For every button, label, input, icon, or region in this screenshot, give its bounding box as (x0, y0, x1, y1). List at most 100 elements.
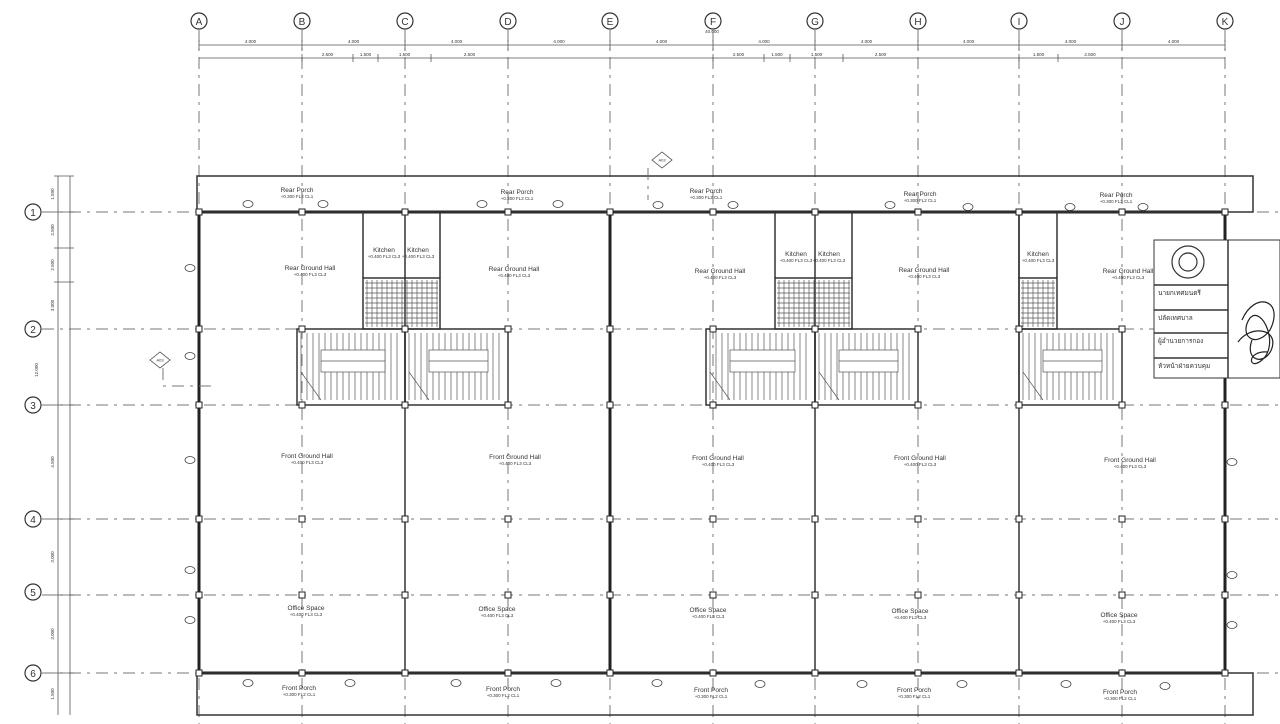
structural-column (811, 325, 819, 333)
sub-dimension-value: 1.500 (399, 52, 411, 57)
room-level-front-porch: +0.300 FL2 CL1 (695, 694, 728, 699)
structural-column (914, 325, 922, 333)
grid-bubble-col-C (396, 12, 414, 30)
structural-column (298, 515, 306, 523)
grid-bubble-row-3 (24, 396, 42, 414)
structural-column (1221, 401, 1229, 409)
top-dimension-value: 4.000 (1168, 39, 1180, 44)
door-tag (856, 680, 868, 688)
structural-column (914, 591, 922, 599)
room-level-front-ground-hall: +0.400 FL3 CL3 (904, 462, 937, 467)
room-name-rear-ground-hall: Rear Ground Hall (695, 268, 746, 275)
structural-column (914, 515, 922, 523)
stair-core-wall (814, 328, 919, 406)
room-name-rear-porch: Rear Porch (1100, 192, 1133, 199)
door-tag (450, 679, 462, 687)
stamp-line: นายกเทศมนตรี (1158, 289, 1201, 297)
approval-stamp: นายกเทศมนตรีปลัดเทศบาลผู้อำนวยการกองหัวห… (1153, 239, 1280, 379)
front-porch-outline (196, 672, 1254, 716)
room-level-rear-porch: +0.300 FL2 CL1 (281, 194, 314, 199)
structural-column (606, 208, 614, 216)
door-tag (1226, 621, 1238, 629)
room-name-office-space: Office Space (891, 608, 928, 615)
room-name-kitchen: Kitchen (1027, 251, 1049, 258)
structural-column (1015, 325, 1023, 333)
overall-dimension-value: 40.000 (705, 29, 719, 34)
room-name-front-ground-hall: Front Ground Hall (281, 453, 333, 460)
structural-column (195, 669, 203, 677)
door-tag (1226, 458, 1238, 466)
stair-core-wall (404, 328, 509, 406)
door-tag (550, 679, 562, 687)
structural-column (811, 515, 819, 523)
grid-bubble-col-J (1113, 12, 1131, 30)
door-tag (344, 679, 356, 687)
door-tag (1137, 203, 1149, 211)
door-tag (956, 680, 968, 688)
room-name-front-ground-hall: Front Ground Hall (692, 455, 744, 462)
grid-label-col-C: C (401, 17, 408, 28)
sub-dimension-value: 2.500 (322, 52, 334, 57)
room-name-kitchen: Kitchen (818, 251, 840, 258)
columns (195, 208, 1229, 677)
structural-column (1221, 591, 1229, 599)
grid-bubble-row-5 (24, 583, 42, 601)
structural-column (1118, 208, 1126, 216)
structural-column (1015, 591, 1023, 599)
door-tag (727, 201, 739, 209)
left-dimension-value: 4.500 (50, 456, 55, 468)
room-level-front-ground-hall: +0.400 FL3 CL3 (291, 460, 324, 465)
structural-column (195, 208, 203, 216)
structural-column (1118, 669, 1126, 677)
exterior-wall (197, 210, 1227, 675)
structural-column (401, 591, 409, 599)
room-level-kitchen: +0.400 FL3 CL3 (813, 258, 846, 263)
structural-column (504, 325, 512, 333)
sub-dimension-value: 1.500 (360, 52, 372, 57)
stair-break-line (300, 371, 322, 401)
room-name-front-porch: Front Porch (1103, 689, 1137, 696)
stair-core-wall (1018, 328, 1123, 406)
structural-column (1221, 515, 1229, 523)
room-level-front-porch: +0.300 FL2 CL1 (283, 692, 316, 697)
room-level-kitchen: +0.400 FL3 CL3 (1022, 258, 1055, 263)
sub-dimension-value: 2.500 (733, 52, 745, 57)
room-name-rear-porch: Rear Porch (281, 187, 314, 194)
stairs (300, 333, 1114, 401)
structural-column (914, 401, 922, 409)
stair-break-line (1022, 371, 1044, 401)
grid-bubble-col-A (190, 12, 208, 30)
room-level-office-space: +0.400 FL3 CL3 (1103, 619, 1136, 624)
room-name-front-ground-hall: Front Ground Hall (1104, 457, 1156, 464)
room-name-rear-porch: Rear Porch (690, 188, 723, 195)
door-tag (1064, 203, 1076, 211)
section-cut-line (162, 368, 216, 387)
room-name-rear-ground-hall: Rear Ground Hall (899, 267, 950, 274)
grid-label-row-3: 3 (30, 401, 36, 412)
structural-column (709, 325, 717, 333)
grid-label-col-G: G (811, 17, 819, 28)
structural-column (606, 515, 614, 523)
left-dimension-value: 2.500 (50, 259, 55, 271)
grid-label-row-2: 2 (30, 325, 36, 336)
room-level-front-porch: +0.300 FL2 CL1 (487, 693, 520, 698)
room-level-kitchen: +0.400 FL3 CL3 (780, 258, 813, 263)
room-name-front-ground-hall: Front Ground Hall (894, 455, 946, 462)
grid-label-col-I: I (1018, 17, 1021, 28)
structural-column (606, 669, 614, 677)
top-dimension-value: 4.000 (245, 39, 257, 44)
section-marker (651, 151, 673, 169)
grid-bubble-col-I (1010, 12, 1028, 30)
room-name-rear-ground-hall: Rear Ground Hall (489, 266, 540, 273)
room-name-front-ground-hall: Front Ground Hall (489, 454, 541, 461)
signature (1241, 301, 1275, 365)
left-dimension-value: 3.000 (50, 551, 55, 563)
room-level-front-ground-hall: +0.400 FL3 CL3 (702, 462, 735, 467)
section-marker-label: A03 (156, 358, 164, 363)
signature (1237, 330, 1274, 360)
grid-label-row-6: 6 (30, 669, 36, 680)
structural-column (811, 591, 819, 599)
